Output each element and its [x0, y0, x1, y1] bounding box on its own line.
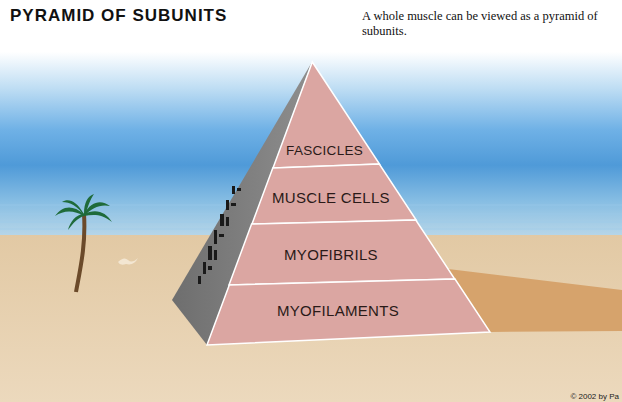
- pyramid-band: MYOFIBRILS: [229, 220, 455, 285]
- band-fill: [207, 279, 490, 345]
- band-label: FASCICLES: [286, 143, 363, 158]
- title: PYRAMID OF SUBUNITS: [10, 6, 227, 26]
- palm-shadow: [118, 258, 138, 265]
- band-fill: [252, 164, 416, 224]
- pyramid-band: FASCICLES: [273, 62, 380, 168]
- pyramid-band: MUSCLE CELLS: [252, 164, 416, 224]
- sky: [0, 0, 622, 236]
- palm-fronds: [55, 194, 112, 230]
- band-label: MYOFIBRILS: [284, 246, 378, 263]
- band-label: MYOFILAMENTS: [277, 302, 399, 319]
- sand: [0, 235, 622, 402]
- palm-trunk: [76, 214, 84, 292]
- band-fill: [229, 220, 455, 285]
- band-fill: [273, 62, 380, 168]
- pyramid-band: MYOFILAMENTS: [207, 279, 490, 345]
- copyright-note: © 2002 by Pa: [570, 392, 619, 401]
- caption: A whole muscle can be viewed as a pyrami…: [362, 9, 602, 39]
- band-label: MUSCLE CELLS: [272, 189, 390, 206]
